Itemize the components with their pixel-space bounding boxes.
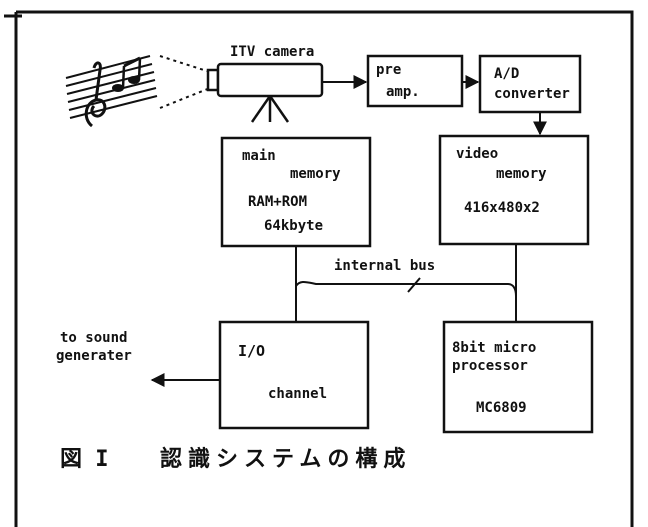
itv-camera: [208, 64, 322, 122]
preamp-label-line1: pre: [376, 62, 401, 78]
cpu-label-line2: processor: [452, 358, 528, 374]
video-memory-label-line2: memory: [496, 166, 547, 182]
main-memory-label-line1: main: [242, 148, 276, 164]
adc-label-line2: converter: [494, 86, 570, 102]
cpu-label-line1: 8bit micro: [452, 340, 536, 356]
cpu-label-line3: MC6809: [476, 400, 527, 416]
camera-view-line-top: [160, 56, 210, 72]
main-memory-label-line2: memory: [290, 166, 341, 182]
io-label-line2: channel: [268, 386, 327, 402]
video-memory-label-line1: video: [456, 146, 498, 162]
sheet-music-icon: [66, 56, 157, 126]
camera-label: ITV camera: [230, 44, 314, 60]
adc-label-line1: A/D: [494, 66, 519, 82]
adc-box: [480, 56, 580, 112]
video-memory-label-line3: 416x480x2: [464, 200, 540, 216]
camera-view-line-bottom: [160, 88, 210, 108]
io-label-line1: I/O: [238, 342, 265, 360]
bus-label: internal bus: [334, 258, 435, 274]
figure-number: 図 I: [60, 447, 109, 472]
sound-output-label-line2: generater: [56, 348, 132, 364]
preamp-label-line2: amp.: [386, 84, 420, 100]
main-memory-label-line3: RAM+ROM: [248, 194, 307, 210]
internal-bus: [296, 244, 516, 322]
main-memory-label-line4: 64kbyte: [264, 218, 323, 234]
io-channel-box: [220, 322, 368, 428]
figure-caption: 認識システムの構成: [160, 446, 411, 472]
sound-output-label-line1: to sound: [60, 330, 127, 346]
